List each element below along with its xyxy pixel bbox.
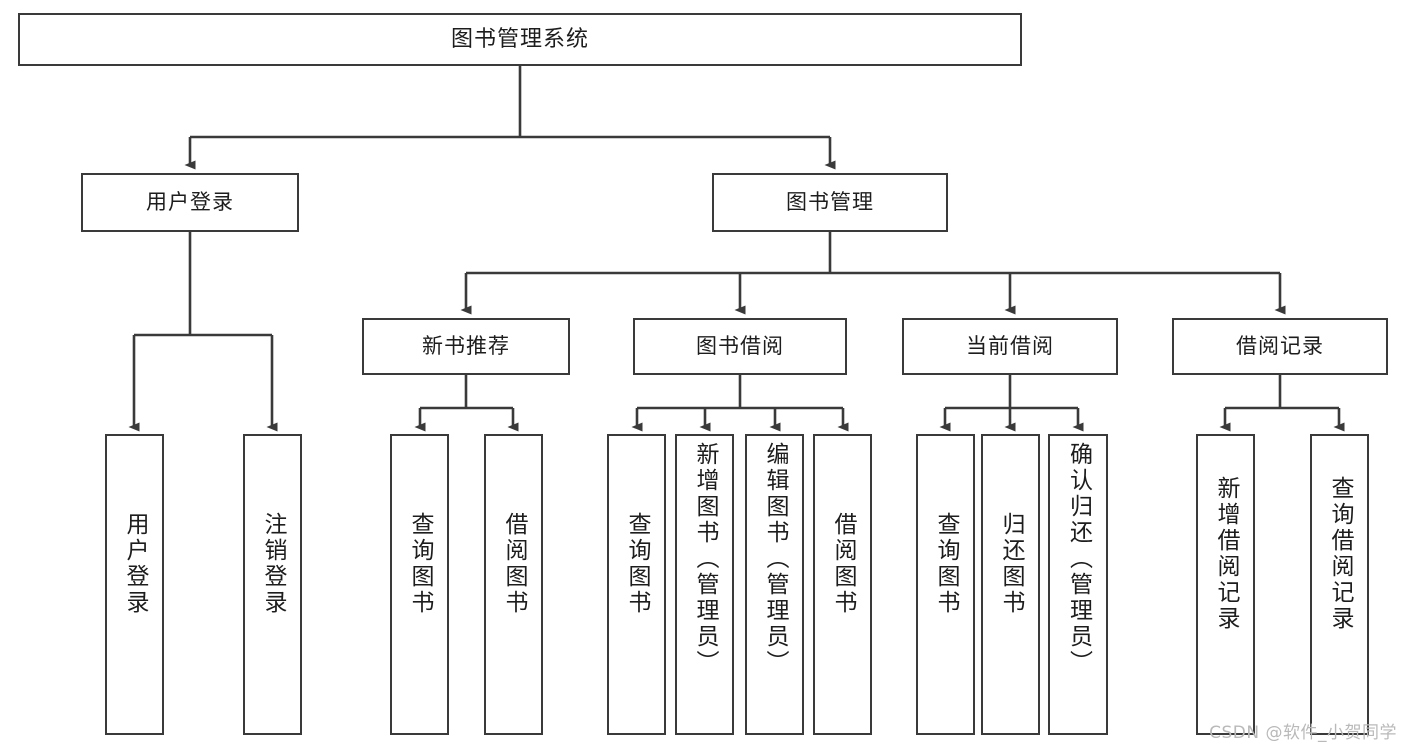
leaf-borrow-book[interactable]: 借阅图书 xyxy=(813,434,872,735)
leaf-confirm-return-admin[interactable]: 确认归还（管理员） xyxy=(1048,434,1108,735)
node-new-book-recommend[interactable]: 新书推荐 xyxy=(362,318,570,375)
node-book-borrow[interactable]: 图书借阅 xyxy=(633,318,847,375)
node-label: 查询借阅记录 xyxy=(1327,476,1353,632)
leaf-query-borrow-record[interactable]: 查询借阅记录 xyxy=(1310,434,1369,735)
leaf-query-book-current[interactable]: 查询图书 xyxy=(916,434,975,735)
node-borrow-record[interactable]: 借阅记录 xyxy=(1172,318,1388,375)
leaf-user-login[interactable]: 用户登录 xyxy=(105,434,164,735)
leaf-borrow-book-new-book[interactable]: 借阅图书 xyxy=(484,434,543,735)
node-label: 查询图书 xyxy=(933,512,959,616)
node-label: 图书管理 xyxy=(786,190,874,215)
node-label: 用户登录 xyxy=(146,190,234,215)
leaf-query-book-new-book[interactable]: 查询图书 xyxy=(390,434,449,735)
node-root-book-management-system[interactable]: 图书管理系统 xyxy=(18,13,1022,66)
node-label: 查询图书 xyxy=(624,512,650,616)
node-label: 借阅记录 xyxy=(1236,334,1324,359)
leaf-edit-book-admin[interactable]: 编辑图书（管理员） xyxy=(745,434,804,735)
node-label: 新书推荐 xyxy=(422,334,510,359)
leaf-return-book[interactable]: 归还图书 xyxy=(981,434,1040,735)
node-label: 图书借阅 xyxy=(696,334,784,359)
leaf-add-borrow-record[interactable]: 新增借阅记录 xyxy=(1196,434,1255,735)
node-label: 借阅图书 xyxy=(830,512,856,616)
node-label: 借阅图书 xyxy=(501,512,527,616)
node-label: 归还图书 xyxy=(998,512,1024,616)
node-label: 新增图书（管理员） xyxy=(692,442,718,676)
node-label: 用户登录 xyxy=(122,512,148,616)
node-user-login[interactable]: 用户登录 xyxy=(81,173,299,232)
leaf-query-book-borrow[interactable]: 查询图书 xyxy=(607,434,666,735)
node-label: 新增借阅记录 xyxy=(1213,476,1239,632)
node-label: 编辑图书（管理员） xyxy=(762,442,788,676)
node-label: 确认归还（管理员） xyxy=(1065,442,1092,676)
csdn-watermark: CSDN @软件_小贺同学 xyxy=(1209,723,1397,743)
leaf-logout-login[interactable]: 注销登录 xyxy=(243,434,302,735)
leaf-add-book-admin[interactable]: 新增图书（管理员） xyxy=(675,434,734,735)
node-current-borrow[interactable]: 当前借阅 xyxy=(902,318,1118,375)
node-label: 查询图书 xyxy=(407,512,433,616)
node-book-management[interactable]: 图书管理 xyxy=(712,173,948,232)
node-label: 图书管理系统 xyxy=(450,26,589,52)
node-label: 当前借阅 xyxy=(966,334,1054,359)
node-label: 注销登录 xyxy=(260,512,286,616)
